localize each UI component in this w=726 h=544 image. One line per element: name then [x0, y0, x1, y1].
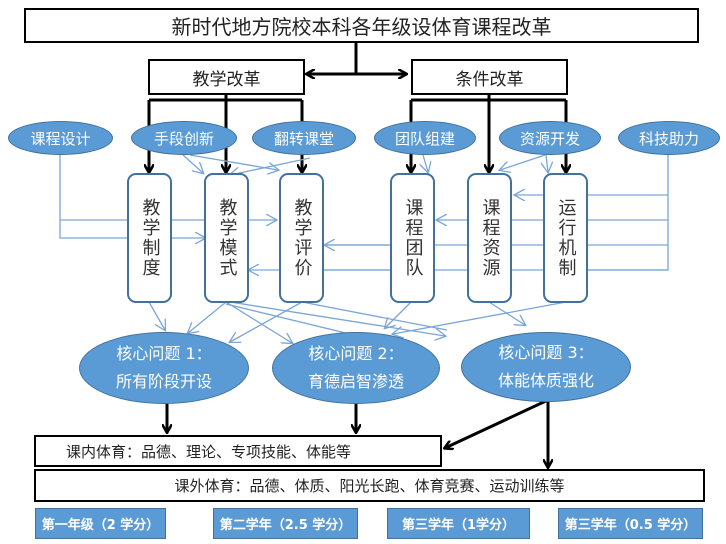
- year-label: 第三学年（0.5 学分）: [564, 518, 697, 533]
- teaching-reform-label: 教学改革: [192, 69, 261, 90]
- resource-to-mechanism: [546, 154, 548, 172]
- mode-to-core1: [188, 301, 227, 333]
- arrow-core3-inclass: [445, 398, 549, 448]
- core-issue-title: 核心问题 3：: [498, 343, 594, 362]
- factor-label: 翻转课堂: [273, 129, 334, 148]
- mode-to-core3: [229, 301, 445, 336]
- factor-flipped-classroom: 翻转课堂: [252, 121, 356, 155]
- year-box-4: 第三学年（0.5 学分）: [558, 508, 703, 539]
- means-to-mode: [182, 154, 203, 173]
- condition-reform-box: 条件改革: [411, 59, 568, 95]
- pillar-teaching-system: 教学制度: [127, 173, 172, 303]
- year-label: 第二学年（2.5 学分）: [219, 518, 352, 533]
- factor-team-building: 团队组建: [374, 121, 476, 155]
- pillar-label: 教学模式: [216, 198, 238, 278]
- core-issue-2: 核心问题 2： 育德启智渗透: [272, 332, 440, 404]
- core-issue-desc: 体能体质强化: [497, 371, 594, 390]
- pillar-course-team: 课程团队: [390, 173, 435, 303]
- pillar-label: 教学制度: [139, 198, 161, 278]
- mode-to-core2: [225, 301, 292, 343]
- year-label: 第三学年（1学分）: [401, 518, 516, 533]
- core-issue-title: 核心问题 2：: [308, 344, 404, 363]
- team-to-course-team: [423, 154, 428, 172]
- factor-label: 手段创新: [153, 129, 214, 148]
- resource-to-resources: [500, 154, 546, 170]
- core-issue-desc: 育德启智渗透: [307, 372, 404, 391]
- extracurricular-pe-text: 课外体育：品德、体质、阳光长跑、体育竞赛、运动训练等: [174, 477, 565, 495]
- eval-to-core3: [301, 301, 448, 331]
- factor-label: 课程设计: [30, 129, 91, 148]
- extracurricular-pe-box: 课外体育：品德、体质、阳光长跑、体育竞赛、运动训练等: [34, 469, 705, 502]
- pillar-label: 运行机制: [555, 198, 577, 278]
- year-box-3: 第三学年（1学分）: [387, 508, 530, 539]
- mechanism-to-core2: [393, 301, 567, 334]
- pillar-label: 课程团队: [402, 198, 424, 278]
- tech-line: [588, 150, 669, 271]
- year-box-2: 第二学年（2.5 学分）: [213, 508, 358, 539]
- factor-course-design: 课程设计: [8, 121, 113, 155]
- core-issue-desc: 所有阶段开设: [115, 372, 212, 391]
- year-label: 第一年级（2 学分）: [41, 518, 160, 533]
- in-class-pe-box: 课内体育：品德、理论、专项技能、体能等: [34, 435, 442, 467]
- condition-reform-label: 条件改革: [455, 69, 524, 90]
- diagram-title: 新时代地方院校本科各年级设体育课程改革: [24, 8, 699, 43]
- core-issue-1: 核心问题 1： 所有阶段开设: [79, 332, 249, 404]
- flipped-to-mode: [230, 157, 311, 175]
- factor-label: 团队组建: [394, 129, 455, 148]
- factor-label: 科技助力: [638, 129, 699, 148]
- pillar-label: 课程资源: [479, 198, 501, 278]
- factor-means-innovation: 手段创新: [131, 121, 237, 155]
- eval-to-core1: [230, 301, 303, 342]
- core-issue-3: 核心问题 3： 体能体质强化: [461, 332, 631, 402]
- pillar-teaching-mode: 教学模式: [204, 173, 249, 303]
- team-to-core2: [385, 301, 412, 328]
- factor-technology-assist: 科技助力: [618, 121, 720, 155]
- pillar-label: 教学评价: [291, 198, 313, 278]
- title-text: 新时代地方院校本科各年级设体育课程改革: [171, 15, 552, 39]
- core-issue-title: 核心问题 1：: [116, 344, 212, 363]
- pillar-teaching-evaluation: 教学评价: [279, 173, 324, 303]
- year-box-1: 第一年级（2 学分）: [35, 508, 166, 539]
- pillar-operating-mechanism: 运行机制: [543, 173, 588, 303]
- factor-resource-development: 资源开发: [499, 121, 601, 155]
- teaching-reform-box: 教学改革: [148, 59, 305, 95]
- factor-label: 资源开发: [519, 129, 580, 148]
- system-to-core1: [148, 301, 165, 330]
- in-class-pe-text: 课内体育：品德、理论、专项技能、体能等: [66, 442, 352, 461]
- pillar-course-resources: 课程资源: [467, 173, 512, 303]
